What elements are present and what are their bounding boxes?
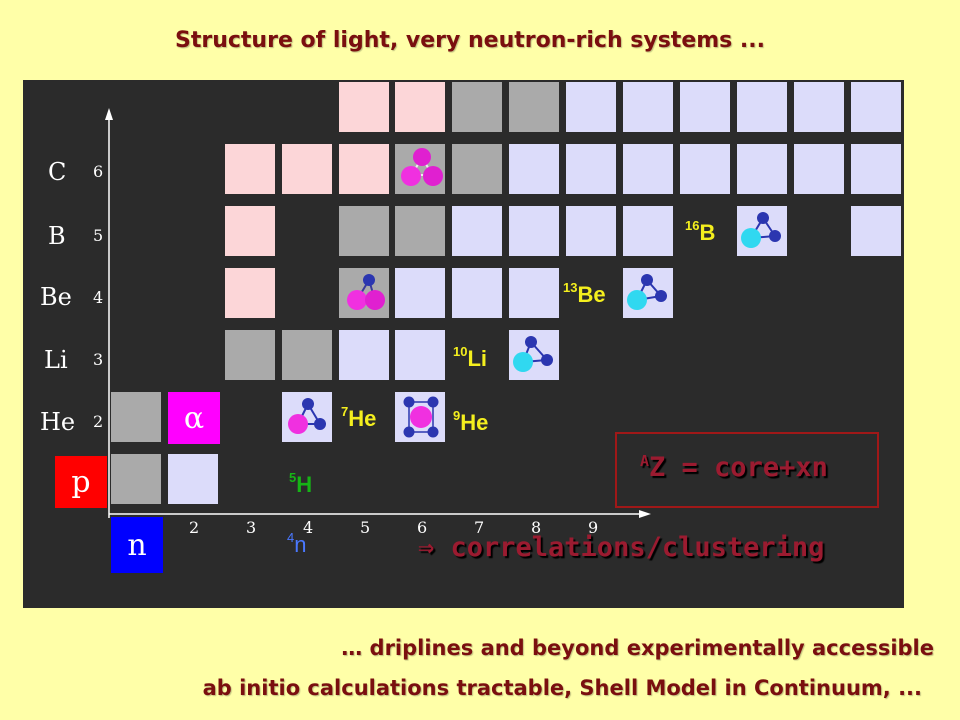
element-label: He — [40, 408, 76, 436]
nuclide-cell — [452, 268, 502, 318]
nuclide-cell — [339, 206, 389, 256]
nuclide-cell — [680, 82, 730, 132]
cluster-core-4n-icon — [403, 396, 439, 438]
n-axis-label: 6 — [417, 518, 428, 537]
nuclide-cell — [680, 144, 730, 194]
n-axis-label: 2 — [189, 518, 200, 537]
z-axis-label: 3 — [93, 350, 104, 369]
element-label: Be — [40, 283, 72, 311]
nuclide-cell — [509, 268, 559, 318]
nuclide-cell — [452, 82, 502, 132]
element-label: C — [48, 158, 67, 186]
nuclide-label-9he: 9He — [453, 408, 489, 435]
nuclide-cell — [851, 206, 901, 256]
slide-title: Structure of light, very neutron-rich sy… — [175, 28, 765, 53]
nuclide-cell — [395, 268, 445, 318]
nuclide-cell — [225, 268, 275, 318]
cluster-core-2n-icon — [513, 336, 553, 372]
nuclide-label-5h: 5H — [289, 470, 313, 497]
nuclide-label-7he: 7He — [341, 404, 377, 431]
nuclide-cell — [452, 206, 502, 256]
nuclide-cell — [282, 144, 332, 194]
nuclide-cell — [452, 144, 502, 194]
nuclide-cell — [509, 206, 559, 256]
nuclide-cell — [623, 82, 673, 132]
cluster-core-2n-icon — [741, 212, 781, 248]
nuclide-cell — [737, 144, 787, 194]
nuclide-cell — [509, 82, 559, 132]
z-axis-label: 2 — [93, 412, 104, 431]
nuclide-cell — [282, 330, 332, 380]
nuclide-cell — [851, 82, 901, 132]
n-axis-label: 8 — [531, 518, 542, 537]
nuclide-cell — [509, 144, 559, 194]
cluster-2alpha-icon — [347, 274, 385, 310]
nuclide-label-4n: 4n — [287, 530, 307, 557]
footer-line-2: ab initio calculations tractable, Shell … — [202, 676, 922, 700]
n-axis-label: 7 — [474, 518, 485, 537]
n-axis-label: 4 — [303, 518, 314, 537]
formula-text: AZ = core+xn — [640, 452, 828, 483]
nuclide-cell — [395, 82, 445, 132]
nuclide-cell — [566, 144, 616, 194]
nuclide-label-10li: 10Li — [453, 344, 488, 371]
nuclide-cell — [111, 392, 161, 442]
axis-arrow-icon — [105, 108, 651, 518]
nuclide-cell — [339, 82, 389, 132]
cluster-3alpha-icon — [401, 148, 443, 186]
nuclide-cell — [794, 144, 844, 194]
nuclide-label-16b: 16B — [685, 218, 716, 245]
nuclide-cell — [737, 82, 787, 132]
nuclide-label-13be: 13Be — [563, 280, 606, 307]
n-axis-label: 5 — [360, 518, 371, 537]
z-axis-label: 4 — [93, 288, 104, 307]
neutron-box: n — [111, 517, 163, 573]
nuclide-cell — [395, 206, 445, 256]
nuclide-cell — [339, 330, 389, 380]
nuclide-cell — [566, 206, 616, 256]
element-label: Li — [44, 346, 68, 374]
cluster-core-2n-icon — [627, 274, 667, 310]
nuclide-cell — [168, 454, 218, 504]
nuclide-cell — [851, 144, 901, 194]
n-axis-label: 3 — [246, 518, 257, 537]
nuclide-cell — [225, 144, 275, 194]
cluster-core-2n-icon — [288, 398, 326, 434]
element-label: B — [48, 222, 66, 250]
z-axis-label: 6 — [93, 162, 104, 181]
nuclide-cell — [395, 330, 445, 380]
correlations-text: ⇒ correlations/clustering — [418, 532, 825, 563]
z-axis-label: 5 — [93, 226, 104, 245]
nuclide-cell — [111, 454, 161, 504]
nuclide-cell — [225, 330, 275, 380]
n-axis-label: 9 — [588, 518, 599, 537]
nuclide-cell — [623, 144, 673, 194]
nuclide-cell — [339, 144, 389, 194]
nuclide-cell — [566, 82, 616, 132]
chart-panel: p n α 6 5 4 3 2 C B Be Li He 2 3 4 5 6 7… — [23, 80, 904, 608]
formula-box — [615, 432, 879, 508]
footer-line-1: … driplines and beyond experimentally ac… — [341, 636, 934, 660]
proton-box: p — [55, 456, 107, 508]
alpha-box: α — [168, 392, 220, 444]
nuclide-cell — [225, 206, 275, 256]
nuclide-cell — [623, 206, 673, 256]
nuclide-cell — [794, 82, 844, 132]
